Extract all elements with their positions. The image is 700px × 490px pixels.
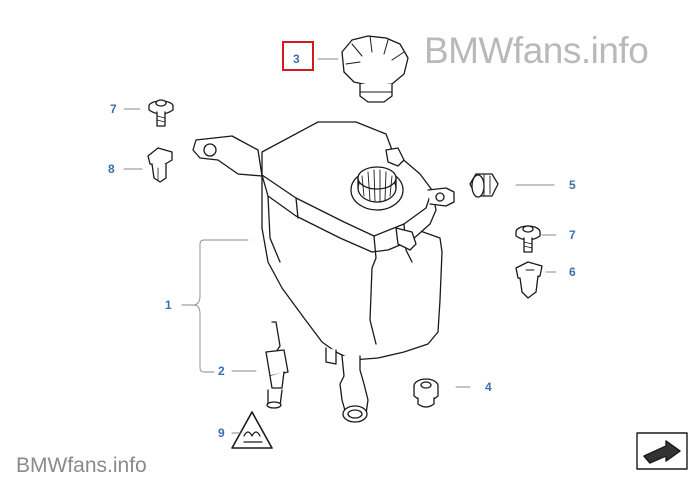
hose-connector (469, 173, 499, 198)
expansion-tank (192, 121, 455, 423)
clip-nut (515, 261, 543, 299)
watermark-bottom: BMWfans.info (16, 454, 147, 477)
callout-9-left[interactable]: 9 (218, 426, 225, 440)
leader-lines (123, 58, 557, 434)
callout-8-left[interactable]: 8 (108, 162, 115, 176)
screw-right (515, 225, 541, 253)
callout-6-right[interactable]: 6 (569, 265, 576, 279)
callout-7-upper-left[interactable]: 7 (110, 102, 117, 116)
selected-part-highlight (282, 41, 314, 71)
callout-3-cap[interactable]: 3 (293, 52, 300, 66)
callout-2-left[interactable]: 2 (218, 364, 225, 378)
expansion-tank-cap (341, 35, 409, 103)
rubber-mount (413, 378, 439, 408)
hot-coolant-warning-icon (231, 411, 273, 449)
callout-5-right[interactable]: 5 (569, 178, 576, 192)
next-arrow-button[interactable] (636, 432, 688, 470)
expanding-rivet-left (147, 147, 173, 183)
callout-4-right[interactable]: 4 (485, 380, 492, 394)
screw-upper-left (148, 99, 174, 127)
next-arrow-icon (636, 432, 688, 470)
watermark-top: BMWfans.info (424, 30, 649, 71)
callout-1-left[interactable]: 1 (165, 298, 172, 312)
level-sensor (265, 321, 289, 409)
callout-7-right[interactable]: 7 (569, 228, 576, 242)
